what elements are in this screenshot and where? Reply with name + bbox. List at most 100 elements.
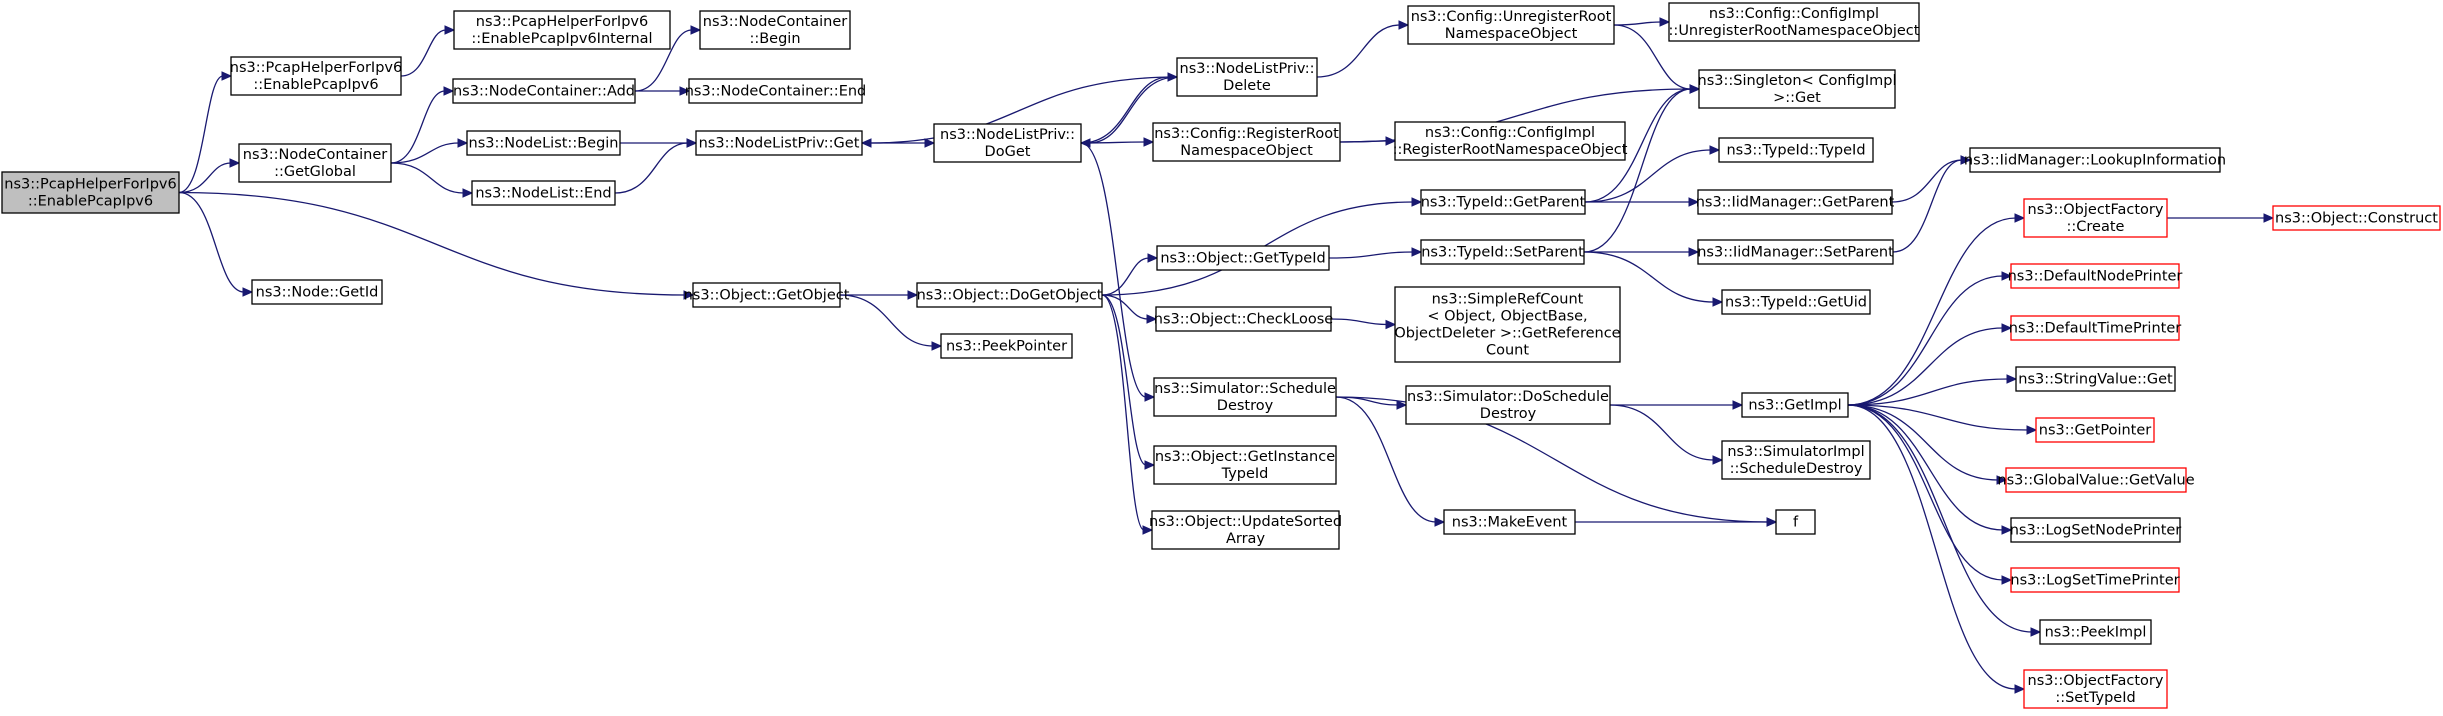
edge-arrowhead	[1996, 475, 2008, 485]
edge-get-impl-to-get-pointer	[1847, 404, 2038, 435]
edge-line	[1101, 294, 1147, 466]
node-label: ns3::GetImpl	[1748, 398, 1841, 414]
node-box	[1697, 189, 1893, 215]
node-singleton-get[interactable]: ns3::Singleton< ConfigImpl >::Get	[1698, 69, 1897, 109]
node-unreg-root[interactable]: ns3::Config::UnregisterRootNamespaceObje…	[1407, 5, 1615, 45]
node-log-set-node-printer[interactable]: ns3::LogSetNodePrinter	[2010, 517, 2182, 543]
node-label: ns3::NodeListPriv::Get	[699, 136, 860, 152]
node-get-pointer[interactable]: ns3::GetPointer	[2035, 417, 2155, 443]
node-enable-pcap-ipv6[interactable]: ns3::PcapHelperForIpv6::EnablePcapIpv6	[230, 56, 402, 96]
node-label: ns3::ObjectFactory	[2028, 673, 2164, 689]
node-nl-begin[interactable]: ns3::NodeList::Begin	[466, 130, 621, 156]
node-label: ns3::Simulator::Schedule	[1154, 381, 1336, 397]
node-box	[2023, 198, 2168, 238]
edge-get-object-to-do-get-object	[840, 290, 919, 300]
edge-arrowhead	[1144, 392, 1156, 402]
node-node-get-id[interactable]: ns3::Node::GetId	[251, 279, 383, 305]
node-reg-root[interactable]: ns3::Config::RegisterRootNamespaceObject	[1152, 122, 1341, 162]
edge-line	[1892, 159, 1963, 253]
node-get-global[interactable]: ns3::NodeContainer::GetGlobal	[238, 143, 392, 183]
node-iid-lookup[interactable]: ns3::IidManager::LookupInformation	[1964, 147, 2226, 173]
node-box	[692, 282, 841, 308]
node-get-impl[interactable]: ns3::GetImpl	[1741, 392, 1849, 418]
edge-arrowhead	[1146, 314, 1158, 324]
edge-check-loose-to-ref-count	[1330, 318, 1397, 330]
edge-line	[614, 142, 689, 194]
edge-iid-get-parent-to-iid-lookup	[1891, 155, 1972, 203]
node-log-set-time-printer[interactable]: ns3::LogSetTimePrinter	[2010, 567, 2180, 593]
node-enable-pcap-ipv6-internal[interactable]: ns3::PcapHelperForIpv6::EnablePcapIpv6In…	[453, 10, 671, 50]
node-sim-schedule-destroy[interactable]: ns3::Simulator::ScheduleDestroy	[1153, 377, 1337, 417]
node-nlp-get[interactable]: ns3::NodeListPriv::Get	[695, 130, 863, 156]
node-nc-begin[interactable]: ns3::NodeContainer::Begin	[699, 10, 851, 50]
node-check-loose[interactable]: ns3::Object::CheckLoose	[1154, 306, 1333, 332]
edge-get-global-to-nl-end	[390, 162, 474, 198]
node-ref-count[interactable]: ns3::SimpleRefCount< Object, ObjectBase,…	[1394, 286, 1621, 363]
edge-get-impl-to-of-set-type-id	[1847, 404, 2026, 694]
node-get-object[interactable]: ns3::Object::GetObject	[684, 282, 850, 308]
edge-line	[1891, 159, 1963, 203]
edge-line	[1847, 404, 2004, 581]
node-label: ns3::GlobalValue::GetValue	[1997, 473, 2194, 489]
edge-arrowhead	[1709, 145, 1721, 155]
node-obj-get-type-id[interactable]: ns3::Object::GetTypeId	[1156, 245, 1330, 271]
node-box	[1152, 122, 1341, 162]
node-global-value-get[interactable]: ns3::GlobalValue::GetValue	[1997, 467, 2195, 493]
node-iid-get-parent[interactable]: ns3::IidManager::GetParent	[1696, 189, 1895, 215]
edge-line	[1088, 76, 1178, 144]
edge-arrowhead	[860, 138, 872, 148]
node-of-create[interactable]: ns3::ObjectFactory::Create	[2023, 198, 2168, 238]
node-f[interactable]: f	[1775, 509, 1816, 535]
edge-arrowhead	[2001, 525, 2013, 535]
node-iid-set-parent[interactable]: ns3::IidManager::SetParent	[1697, 239, 1894, 265]
node-of-set-type-id[interactable]: ns3::ObjectFactory::SetTypeId	[2023, 669, 2168, 709]
node-nl-end[interactable]: ns3::NodeList::End	[471, 180, 616, 206]
node-label: ObjectDeleter >::GetReference	[1394, 326, 1620, 342]
node-def-time-printer[interactable]: ns3::DefaultTimePrinter	[2009, 315, 2181, 341]
node-label: ns3::Config::UnregisterRoot	[1411, 9, 1612, 25]
node-root[interactable]: ns3::PcapHelperForIpv6::EnablePcapIpv6	[1, 171, 180, 214]
edge-arrowhead	[462, 188, 474, 198]
node-nlp-do-get[interactable]: ns3::NodeListPriv::DoGet	[933, 123, 1082, 163]
node-label: ns3::TypeId::SetParent	[1421, 245, 1584, 261]
edge-type-id-get-parent-to-iid-get-parent	[1585, 197, 1700, 207]
node-peek-pointer[interactable]: ns3::PeekPointer	[940, 333, 1073, 359]
node-impl-reg[interactable]: ns3::Config::ConfigImpl::RegisterRootNam…	[1393, 121, 1628, 161]
node-str-value-get[interactable]: ns3::StringValue::Get	[2015, 366, 2176, 392]
node-nc-add[interactable]: ns3::NodeContainer::Add	[452, 78, 636, 104]
node-nc-end[interactable]: ns3::NodeContainer::End	[685, 78, 867, 104]
edge-arrowhead	[1688, 247, 1700, 257]
node-type-id-get-uid[interactable]: ns3::TypeId::GetUid	[1721, 289, 1871, 315]
node-make-event[interactable]: ns3::MakeEvent	[1443, 509, 1576, 535]
node-box	[238, 143, 392, 183]
node-type-id-set-parent[interactable]: ns3::TypeId::SetParent	[1420, 239, 1585, 265]
node-sim-impl-schedule-destroy[interactable]: ns3::SimulatorImpl::ScheduleDestroy	[1721, 440, 1871, 480]
node-label: ns3::Simulator::DoSchedule	[1407, 389, 1609, 405]
node-label: ns3::PeekPointer	[946, 339, 1067, 355]
node-nlp-delete[interactable]: ns3::NodeListPriv::Delete	[1176, 57, 1318, 97]
node-box	[2039, 619, 2152, 645]
node-box	[2010, 567, 2180, 593]
node-box	[251, 279, 383, 305]
node-label: TypeId	[1221, 466, 1269, 482]
node-box	[1721, 440, 1871, 480]
node-peek-impl[interactable]: ns3::PeekImpl	[2039, 619, 2152, 645]
edge-line	[1847, 404, 2017, 690]
node-label: ns3::NodeContainer	[243, 147, 387, 163]
node-obj-construct[interactable]: ns3::Object::Construct	[2272, 205, 2441, 231]
node-impl-unreg[interactable]: ns3::Config::ConfigImpl::UnregisterRootN…	[1668, 2, 1920, 42]
node-box	[2015, 366, 2176, 392]
edge-arrowhead	[1659, 17, 1671, 27]
node-type-id-get-parent[interactable]: ns3::TypeId::GetParent	[1420, 189, 1586, 215]
node-type-id-type-id[interactable]: ns3::TypeId::TypeId	[1718, 137, 1874, 163]
node-def-node-printer[interactable]: ns3::DefaultNodePrinter	[2008, 263, 2183, 289]
node-box	[1721, 289, 1871, 315]
node-label: ns3::DefaultNodePrinter	[2008, 269, 2183, 285]
node-do-get-object[interactable]: ns3::Object::DoGetObject	[916, 282, 1103, 308]
edge-arrowhead	[1143, 137, 1155, 147]
node-box	[1394, 121, 1626, 161]
edge-line	[390, 90, 446, 164]
